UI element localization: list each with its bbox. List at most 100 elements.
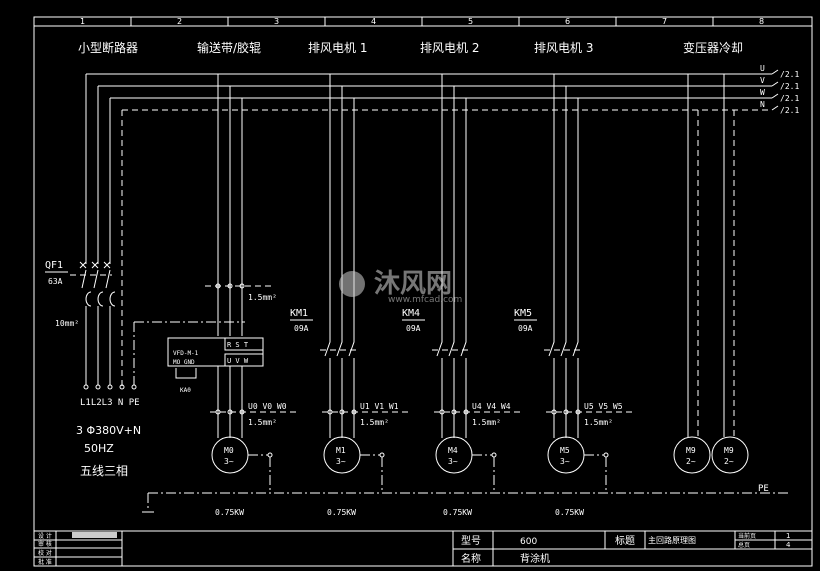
- heading-breaker: 小型断路器: [78, 40, 138, 55]
- contactor-km5: KM5: [514, 308, 532, 319]
- bus-ref: /2.1: [780, 106, 799, 115]
- motor-terminal-labels: U1 V1 W1: [360, 402, 399, 411]
- motor-terminal-labels: U5 V5 W5: [584, 402, 623, 411]
- title-title-value: 主回路原理图: [648, 535, 696, 545]
- motor-terminal-labels: U4 V4 W4: [472, 402, 511, 411]
- title-total-label: 总页: [738, 541, 750, 549]
- qf1-rating: 63A: [48, 277, 63, 286]
- title-name-label: 名称: [461, 552, 481, 565]
- qf1-wire: 10mm²: [55, 319, 79, 328]
- title-model-value: 600: [520, 537, 537, 547]
- motor-phase: 3~: [224, 457, 234, 466]
- section-headings: 小型断路器 输送带/胶辊 排风电机 1 排风电机 2 排风电机 3 变压器冷却: [78, 40, 743, 55]
- title-row-label: 审 核: [38, 540, 52, 548]
- motor-m0: M0 3~ 0.75KW: [211, 436, 273, 517]
- title-row-label: 批 准: [38, 558, 52, 566]
- vfd-box: [167, 337, 264, 367]
- wire-section: 1.5mm²: [248, 418, 277, 427]
- contactor-km5-rating: 09A: [518, 324, 533, 333]
- motor-power: 0.75KW: [443, 508, 472, 517]
- motor-power: 0.75KW: [327, 508, 356, 517]
- watermark-brand: 沐风网: [374, 269, 452, 299]
- heading-fan3: 排风电机 3: [534, 41, 593, 55]
- motor-id: M9: [686, 446, 696, 455]
- grid-number: 5: [468, 17, 473, 26]
- title-page-value: 1: [786, 532, 790, 540]
- wire-section: 1.5mm²: [360, 418, 389, 427]
- motor-id: M9: [724, 446, 734, 455]
- motor-phase: 2~: [686, 457, 696, 466]
- wire-section: 1.5mm²: [248, 293, 277, 302]
- motor-power: 0.75KW: [215, 508, 244, 517]
- title-title-label: 标题: [615, 535, 635, 547]
- wire-section: 1.5mm²: [472, 418, 501, 427]
- contactor-km1: KM1: [290, 308, 308, 319]
- grid-number: 7: [662, 17, 667, 26]
- motor-terminal-labels: U0 V0 W0: [248, 402, 287, 411]
- heading-fan2: 排风电机 2: [420, 41, 479, 55]
- title-row-label: 校 对: [38, 549, 52, 557]
- vfd-rst: R S T: [227, 341, 249, 349]
- bus-ref: /2.1: [780, 82, 799, 91]
- cooling-fan-1: M9 2~: [673, 74, 711, 474]
- motor-phase: 2~: [724, 457, 734, 466]
- wire-section: 1.5mm²: [584, 418, 613, 427]
- grid-number: 6: [565, 17, 570, 26]
- vfd-relay: KA0: [180, 387, 191, 394]
- supply-terminals: L1L2L3 N PE 3 Φ380V+N 50HZ 五线三相: [76, 384, 141, 478]
- motor-id: M0: [224, 446, 234, 455]
- motor-phase: 3~: [336, 457, 346, 466]
- vfd-pins: MO GND: [173, 359, 195, 366]
- grid-number: 4: [371, 17, 376, 26]
- bus-label-n: N: [760, 100, 765, 109]
- heading-transformer: 变压器冷却: [683, 40, 743, 55]
- motor-terminals: U0 V0 W0 1.5mm² U1 V1 W1 1.5mm² U4 V4 W4…: [210, 402, 634, 427]
- contactor-km1-rating: 09A: [294, 324, 309, 333]
- bus-label-w: W: [760, 88, 765, 97]
- contactor-km4: KM4: [402, 308, 420, 319]
- motor-power: 0.75KW: [555, 508, 584, 517]
- supply-spec-frequency: 50HZ: [84, 442, 114, 455]
- motor-m4: M4 3~ 0.75KW: [435, 436, 497, 517]
- motor-id: M1: [336, 446, 346, 455]
- qf1-name: QF1: [45, 260, 63, 271]
- bus-labels: U V W N /2.1 /2.1 /2.1 /2.1: [760, 64, 799, 115]
- title-page-label: 当前页: [738, 532, 756, 540]
- cooling-fan-2: M9 2~: [711, 74, 749, 474]
- fan-branch-2: KM4 09A: [402, 74, 468, 438]
- fan-branch-1: KM1 09A: [290, 74, 356, 438]
- title-block: 设 计 审 核 校 对 批 准 型号 600 标题 主回路原理图 当前页 1 总…: [33, 530, 812, 567]
- bus-ref: /2.1: [780, 70, 799, 79]
- conveyor-branch: 1.5mm² R S T U V W VFD-M-1 MO GND KA0: [167, 74, 277, 438]
- bus-ref: /2.1: [780, 94, 799, 103]
- motor-m1: M1 3~ 0.75KW: [323, 436, 385, 517]
- heading-conveyor: 输送带/胶辊: [197, 40, 261, 55]
- grid-number: 2: [177, 17, 182, 26]
- grid-number: 1: [80, 17, 85, 26]
- vfd-uvw: U V W: [227, 357, 249, 365]
- watermark-url: www.mfcad.com: [388, 295, 462, 305]
- heading-fan1: 排风电机 1: [308, 41, 367, 55]
- contactor-km4-rating: 09A: [406, 324, 421, 333]
- title-model-label: 型号: [461, 534, 481, 547]
- fan-branch-3: KM5 09A: [514, 74, 580, 438]
- supply-spec-voltage: 3 Φ380V+N: [76, 424, 141, 437]
- pe-line: PE: [133, 321, 790, 513]
- title-total-value: 4: [786, 541, 791, 549]
- drawing-frame: [33, 16, 813, 567]
- qf1-breaker: QF1 63A 10mm²: [45, 256, 116, 385]
- motor-id: M5: [560, 446, 570, 455]
- motor-phase: 3~: [560, 457, 570, 466]
- bus-label-v: V: [760, 76, 765, 85]
- motor-id: M4: [448, 446, 458, 455]
- vfd-name: VFD-M-1: [173, 350, 199, 357]
- grid-dividers: [130, 17, 714, 26]
- watermark: 沐风网 www.mfcad.com: [339, 269, 462, 305]
- supply-spec-phase: 五线三相: [80, 464, 128, 478]
- supply-terminal-labels: L1L2L3 N PE: [80, 398, 140, 408]
- motor-m5: M5 3~ 0.75KW: [547, 436, 609, 517]
- grid-numbers: 1 2 3 4 5 6 7 8: [80, 17, 764, 26]
- title-name-value: 背涂机: [520, 552, 550, 565]
- bus-bars: [85, 73, 772, 390]
